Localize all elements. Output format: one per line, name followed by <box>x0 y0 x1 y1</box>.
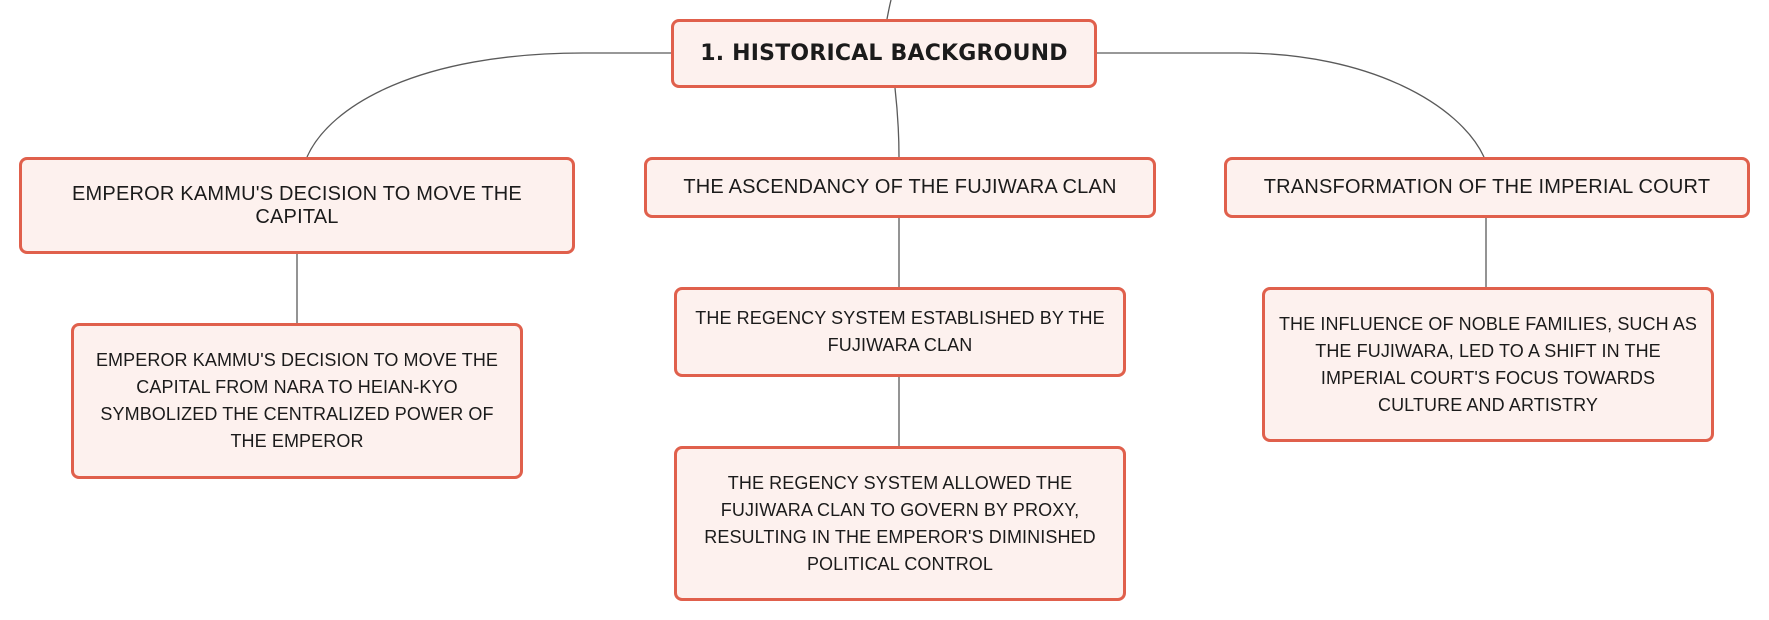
branch-node-imperial-court-transformation[interactable]: TRANSFORMATION OF THE IMPERIAL COURT <box>1224 157 1750 218</box>
leaf-node-label: THE REGENCY SYSTEM ALLOWED THE FUJIWARA … <box>704 472 1096 574</box>
leaf-node-capital-move-detail[interactable]: EMPEROR KAMMU'S DECISION TO MOVE THE CAP… <box>71 323 523 479</box>
connector-root-to-center-branch <box>894 87 900 158</box>
branch-node-emperor-kammu-decision[interactable]: EMPEROR KAMMU'S DECISION TO MOVE THE CAP… <box>19 157 575 254</box>
branch-node-label: TRANSFORMATION OF THE IMPERIAL COURT <box>1263 176 1711 198</box>
connector-root-to-left-branch <box>306 52 671 158</box>
connector-root-to-right-branch <box>1097 52 1485 158</box>
branch-node-label: THE ASCENDANCY OF THE FUJIWARA CLAN <box>683 176 1117 198</box>
branch-node-fujiwara-ascendancy[interactable]: THE ASCENDANCY OF THE FUJIWARA CLAN <box>644 157 1156 218</box>
leaf-node-label: EMPEROR KAMMU'S DECISION TO MOVE THE CAP… <box>95 350 499 451</box>
leaf-node-label: THE REGENCY SYSTEM ESTABLISHED BY THE FU… <box>695 308 1105 355</box>
leaf-node-regency-proxy-detail[interactable]: THE REGENCY SYSTEM ALLOWED THE FUJIWARA … <box>674 446 1126 601</box>
root-node-label: 1. HISTORICAL BACKGROUND <box>700 41 1068 66</box>
branch-node-label: EMPEROR KAMMU'S DECISION TO MOVE THE CAP… <box>72 182 522 228</box>
root-node[interactable]: 1. HISTORICAL BACKGROUND <box>671 19 1097 88</box>
leaf-node-noble-families-influence[interactable]: THE INFLUENCE OF NOBLE FAMILIES, SUCH AS… <box>1262 287 1714 442</box>
leaf-node-label: THE INFLUENCE OF NOBLE FAMILIES, SUCH AS… <box>1278 313 1698 415</box>
leaf-node-regency-system[interactable]: THE REGENCY SYSTEM ESTABLISHED BY THE FU… <box>674 287 1126 377</box>
connector-parent-to-root <box>886 0 892 20</box>
